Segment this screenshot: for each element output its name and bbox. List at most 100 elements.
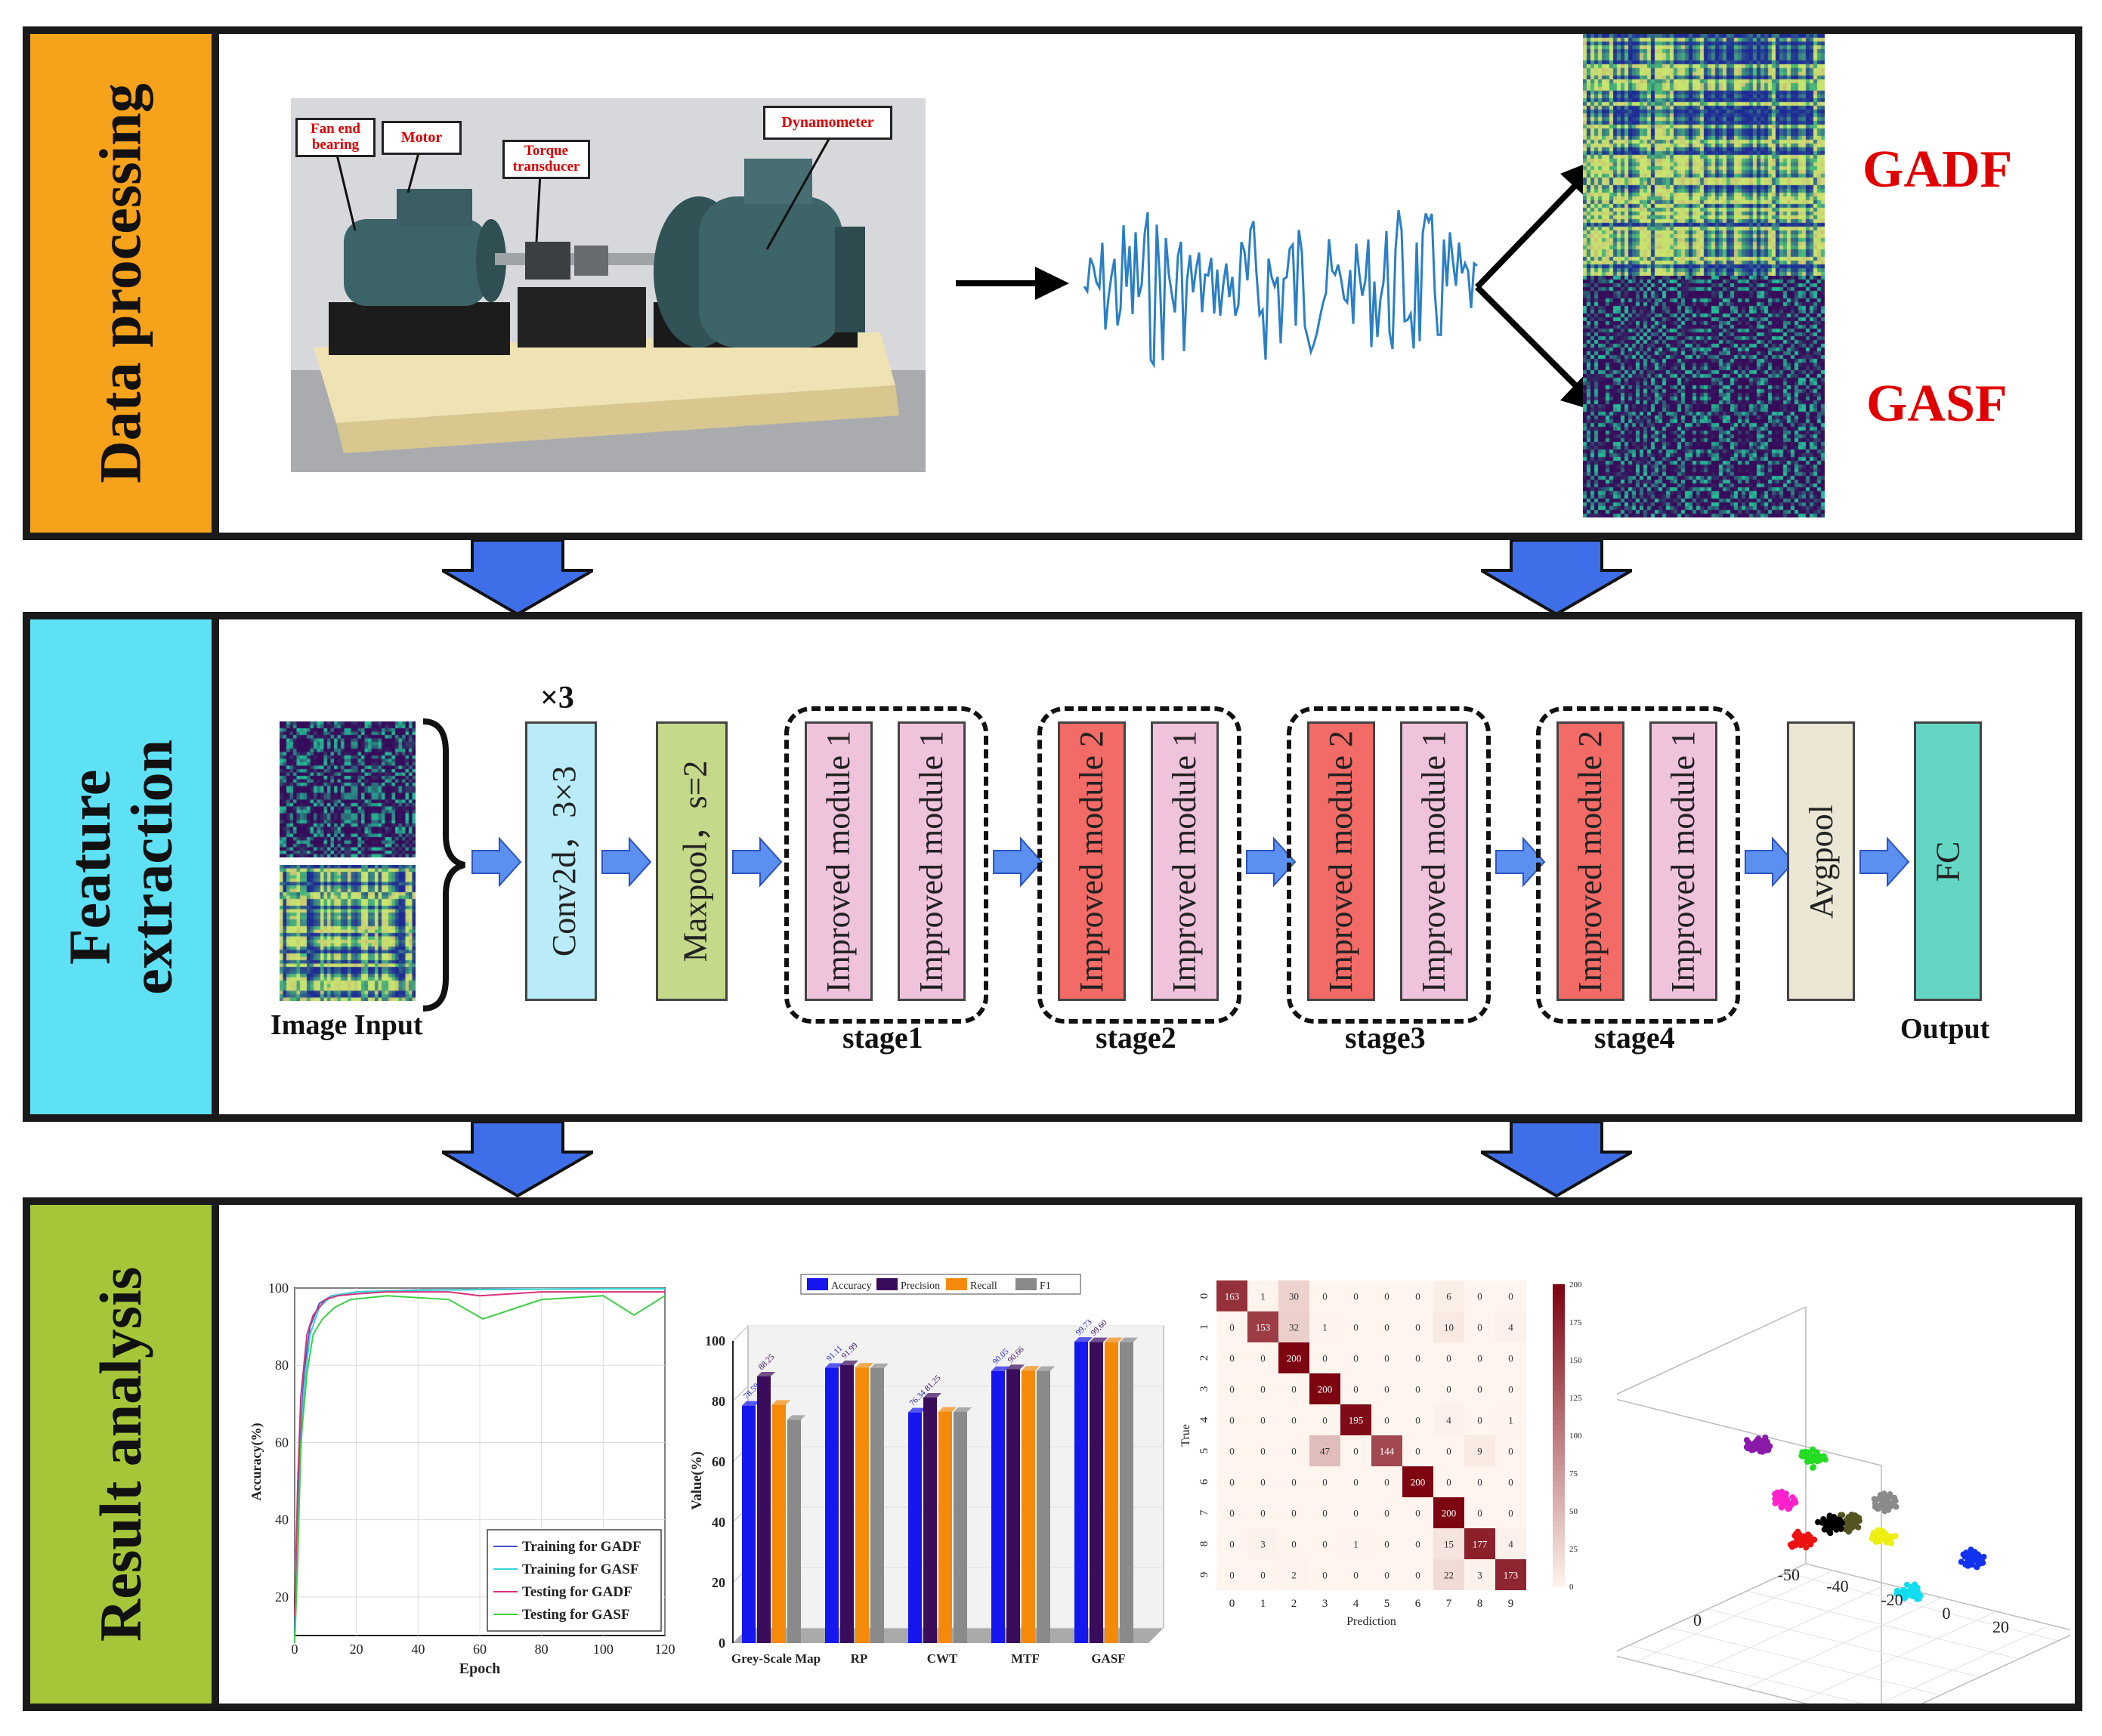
cm-cell-value: 0 bbox=[1446, 1384, 1451, 1395]
down-arrow-right-1 bbox=[1481, 540, 1632, 616]
cm-colorbar-band bbox=[1553, 1571, 1565, 1577]
cm-cell-value: 1 bbox=[1260, 1291, 1266, 1302]
scatter-y-tick: -50 bbox=[1778, 1565, 1800, 1584]
cm-y-tick: 9 bbox=[1198, 1572, 1210, 1578]
cm-cell-value: 2 bbox=[1291, 1570, 1297, 1581]
scatter-point bbox=[1820, 1515, 1827, 1522]
cm-cell bbox=[1371, 1559, 1402, 1590]
bar-recall bbox=[1022, 1370, 1035, 1643]
bar-recall bbox=[772, 1404, 786, 1643]
cm-cell-value: 0 bbox=[1508, 1508, 1513, 1519]
cm-x-tick: 8 bbox=[1477, 1598, 1483, 1610]
flow-arrow-7 bbox=[1745, 836, 1795, 888]
cm-cell bbox=[1278, 1497, 1309, 1528]
cm-cell-value: 0 bbox=[1229, 1508, 1235, 1519]
conv-block: Conv2d，3×3 bbox=[525, 721, 597, 1001]
accuracy-x-tick: 100 bbox=[593, 1642, 614, 1657]
cm-cell bbox=[1402, 1311, 1433, 1342]
cm-colorbar-band bbox=[1553, 1581, 1565, 1587]
cm-cell bbox=[1309, 1373, 1340, 1404]
cm-cell bbox=[1464, 1435, 1495, 1466]
cm-colorbar-band bbox=[1553, 1475, 1565, 1481]
scatter-box-edge bbox=[1617, 1398, 1882, 1466]
bar-top bbox=[840, 1361, 858, 1366]
bar-top bbox=[787, 1415, 805, 1420]
cm-cell-value: 0 bbox=[1384, 1322, 1389, 1333]
avgpool-block-label: Avgpool bbox=[1802, 804, 1840, 919]
stage4-module-b-label: Improved module 1 bbox=[1665, 730, 1702, 993]
cm-colorbar-band bbox=[1553, 1576, 1565, 1582]
cm-cell bbox=[1247, 1404, 1278, 1435]
vibration-signal-waveform bbox=[1083, 209, 1478, 369]
cm-x-tick: 3 bbox=[1322, 1598, 1328, 1610]
cm-cell-value: 0 bbox=[1353, 1446, 1359, 1457]
cm-cell bbox=[1340, 1404, 1371, 1435]
cm-colorbar-band bbox=[1553, 1299, 1565, 1305]
cm-cell bbox=[1433, 1311, 1464, 1342]
cm-x-tick: 7 bbox=[1446, 1598, 1452, 1610]
bar-legend-entry: Accuracy bbox=[831, 1280, 872, 1292]
flow-arrow-5 bbox=[1246, 836, 1297, 888]
bar-y-tick: 100 bbox=[705, 1333, 725, 1348]
bar-accuracy bbox=[908, 1412, 922, 1643]
cm-cell-value: 0 bbox=[1415, 1322, 1420, 1333]
scatter-point bbox=[1827, 1518, 1834, 1525]
stage2-module-a: Improved module 2 bbox=[1058, 721, 1126, 1001]
stage3-box bbox=[1287, 706, 1491, 1024]
cm-cell bbox=[1433, 1404, 1464, 1435]
cm-cell bbox=[1433, 1528, 1464, 1559]
stage3-label: stage3 bbox=[1345, 1021, 1426, 1055]
cm-cell-value: 200 bbox=[1287, 1353, 1302, 1364]
bar-y-tick: 0 bbox=[719, 1636, 725, 1651]
cm-cell bbox=[1247, 1497, 1278, 1528]
cm-cell-value: 0 bbox=[1353, 1291, 1359, 1302]
maxpool-block: Maxpool，s=2 bbox=[656, 721, 728, 1001]
accuracy-legend-entry: Training for GASF bbox=[522, 1561, 638, 1577]
stage1-module-b-label: Improved module 1 bbox=[913, 730, 951, 993]
cm-cell-value: 4 bbox=[1446, 1415, 1451, 1426]
cm-colorbar-band bbox=[1553, 1490, 1565, 1497]
flow-arrow-shape bbox=[993, 836, 1043, 888]
scatter-point bbox=[1803, 1544, 1810, 1551]
cm-cell bbox=[1247, 1559, 1278, 1590]
cm-cell-value: 0 bbox=[1415, 1415, 1420, 1426]
accuracy-x-tick: 40 bbox=[411, 1642, 425, 1657]
cm-colorbar-tick: 75 bbox=[1569, 1469, 1578, 1478]
cm-cell bbox=[1495, 1466, 1526, 1497]
scatter-point bbox=[1885, 1506, 1892, 1513]
scatter-point bbox=[1883, 1498, 1890, 1505]
cm-cell-value: 0 bbox=[1291, 1446, 1297, 1457]
accuracy-x-tick: 20 bbox=[350, 1642, 363, 1657]
cm-cell-value: 0 bbox=[1229, 1446, 1235, 1457]
cm-cell bbox=[1216, 1497, 1247, 1528]
cm-cell-value: 30 bbox=[1289, 1291, 1299, 1302]
cm-colorbar-band bbox=[1553, 1410, 1565, 1416]
accuracy-y-tick: 100 bbox=[268, 1280, 289, 1296]
cm-cell bbox=[1433, 1559, 1464, 1590]
bar-top bbox=[1006, 1364, 1025, 1370]
cm-colorbar-band bbox=[1553, 1435, 1565, 1441]
cm-colorbar-band bbox=[1553, 1455, 1565, 1461]
bar-grid bbox=[732, 1385, 749, 1402]
cm-cell-value: 0 bbox=[1384, 1508, 1389, 1519]
scatter-point bbox=[1958, 1558, 1964, 1565]
cm-cell-value: 4 bbox=[1508, 1539, 1513, 1550]
scatter-x-tick: -40 bbox=[1826, 1577, 1848, 1595]
cm-colorbar-band bbox=[1553, 1345, 1565, 1351]
cm-colorbar-band bbox=[1553, 1395, 1565, 1401]
cm-colorbar-band bbox=[1553, 1385, 1565, 1391]
cm-colorbar-band bbox=[1553, 1375, 1565, 1381]
scatter-point bbox=[1961, 1552, 1968, 1558]
accuracy-x-tick: 80 bbox=[535, 1642, 549, 1657]
cm-colorbar-band bbox=[1553, 1355, 1565, 1361]
cm-y-tick: 4 bbox=[1198, 1416, 1210, 1422]
gasf-image bbox=[1583, 276, 1825, 517]
accuracy-y-tick: 40 bbox=[275, 1512, 289, 1527]
flow-arrow-shape bbox=[1246, 836, 1297, 888]
cm-colorbar-band bbox=[1553, 1526, 1565, 1532]
cm-cell bbox=[1216, 1435, 1247, 1466]
scatter-point bbox=[1793, 1534, 1800, 1540]
scatter-point bbox=[1837, 1512, 1844, 1518]
accuracy-legend-entry: Testing for GASF bbox=[522, 1607, 630, 1623]
